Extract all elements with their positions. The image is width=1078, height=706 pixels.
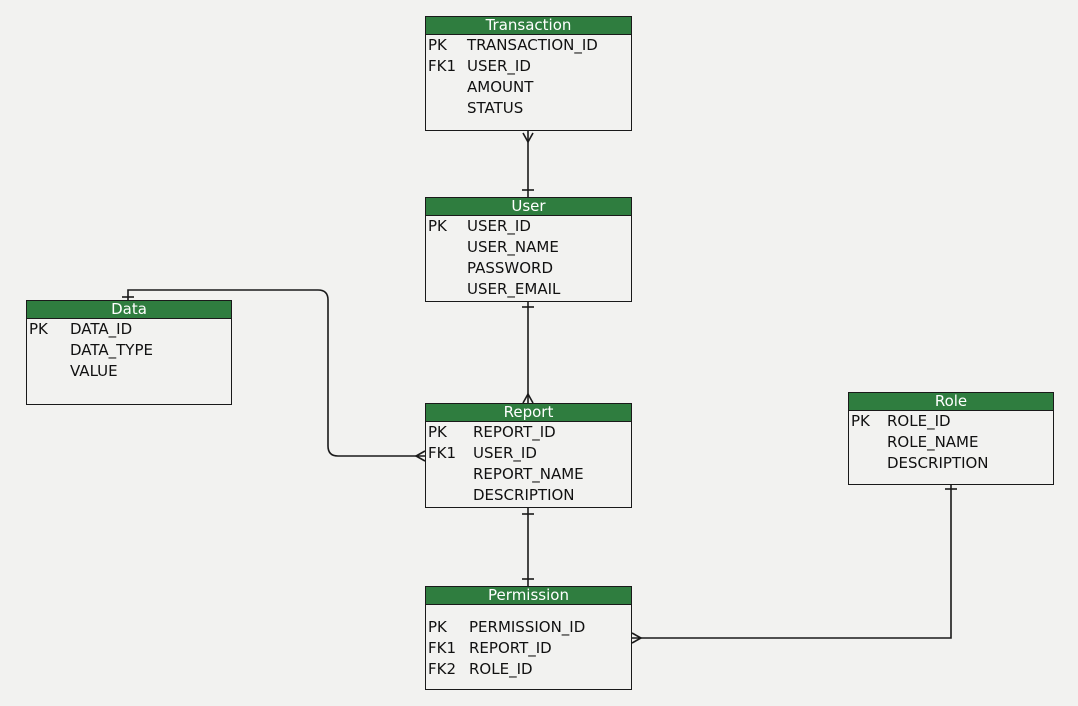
field-row: FK1 USER_ID (426, 56, 631, 77)
entity-fields: PK ROLE_ID ROLE_NAME DESCRIPTION (849, 411, 1053, 474)
field-name: USER_ID (467, 57, 531, 75)
field-key: PK (29, 320, 48, 338)
field-key: PK (851, 412, 870, 430)
field-row: FK1 REPORT_ID (426, 638, 631, 659)
relationship-data-report (127, 289, 425, 457)
field-name: REPORT_ID (473, 423, 556, 441)
entity-fields: PK DATA_ID DATA_TYPE VALUE (27, 319, 231, 382)
field-name: DESCRIPTION (887, 454, 989, 472)
field-row: USER_NAME (426, 237, 631, 258)
entity-title: Permission (426, 587, 631, 605)
field-name: REPORT_NAME (473, 465, 584, 483)
entity-fields: PK PERMISSION_ID FK1 REPORT_ID FK2 ROLE_ID (426, 605, 631, 680)
field-row: PK USER_ID (426, 216, 631, 237)
field-key: FK1 (428, 639, 457, 657)
field-row: DESCRIPTION (426, 485, 631, 506)
field-name: USER_ID (467, 217, 531, 235)
field-name: USER_EMAIL (467, 280, 561, 298)
field-name: USER_NAME (467, 238, 559, 256)
field-row: DESCRIPTION (849, 453, 1053, 474)
field-key: FK1 (428, 444, 457, 462)
cardinality-mark (522, 392, 534, 404)
field-name: TRANSACTION_ID (467, 36, 598, 54)
field-row: PK ROLE_ID (849, 411, 1053, 432)
field-name: ROLE_NAME (887, 433, 979, 451)
entity-fields: PK TRANSACTION_ID FK1 USER_ID AMOUNT STATUS (426, 35, 631, 119)
entity-title: Transaction (426, 17, 631, 35)
field-key: PK (428, 36, 447, 54)
field-row: AMOUNT (426, 77, 631, 98)
field-row: DATA_TYPE (27, 340, 231, 361)
cardinality-mark (414, 450, 426, 462)
field-row: STATUS (426, 98, 631, 119)
field-row: FK1 USER_ID (426, 443, 631, 464)
field-key: PK (428, 217, 447, 235)
entity-title: Data (27, 301, 231, 319)
field-key: FK1 (428, 57, 457, 75)
field-key: FK2 (428, 660, 457, 678)
field-row: PK TRANSACTION_ID (426, 35, 631, 56)
relationship-role-permission (632, 485, 952, 639)
field-row: ROLE_NAME (849, 432, 1053, 453)
field-row: PK PERMISSION_ID (426, 617, 631, 638)
field-key: PK (428, 423, 447, 441)
field-name: DESCRIPTION (473, 486, 575, 504)
entity-fields: PK USER_ID USER_NAME PASSWORD USER_EMAIL (426, 216, 631, 300)
entity-title: Report (426, 404, 631, 422)
cardinality-mark (631, 632, 643, 644)
field-name: ROLE_ID (887, 412, 951, 430)
entity-fields: PK REPORT_ID FK1 USER_ID REPORT_NAME DESCRIPT… (426, 422, 631, 506)
field-name: USER_ID (473, 444, 537, 462)
cardinality-mark (522, 132, 534, 144)
field-row: VALUE (27, 361, 231, 382)
field-row: PASSWORD (426, 258, 631, 279)
entity-title: Role (849, 393, 1053, 411)
field-name: REPORT_ID (469, 639, 552, 657)
field-name: STATUS (467, 99, 524, 117)
field-name: PERMISSION_ID (469, 618, 586, 636)
field-name: ROLE_ID (469, 660, 533, 678)
field-row: REPORT_NAME (426, 464, 631, 485)
field-row: FK2 ROLE_ID (426, 659, 631, 680)
field-name: DATA_TYPE (70, 341, 153, 359)
field-row: PK DATA_ID (27, 319, 231, 340)
field-key: PK (428, 618, 447, 636)
entity-title: User (426, 198, 631, 216)
field-name: VALUE (70, 362, 118, 380)
field-row: USER_EMAIL (426, 279, 631, 300)
field-name: DATA_ID (70, 320, 133, 338)
field-name: PASSWORD (467, 259, 554, 277)
field-row: PK REPORT_ID (426, 422, 631, 443)
field-name: AMOUNT (467, 78, 534, 96)
